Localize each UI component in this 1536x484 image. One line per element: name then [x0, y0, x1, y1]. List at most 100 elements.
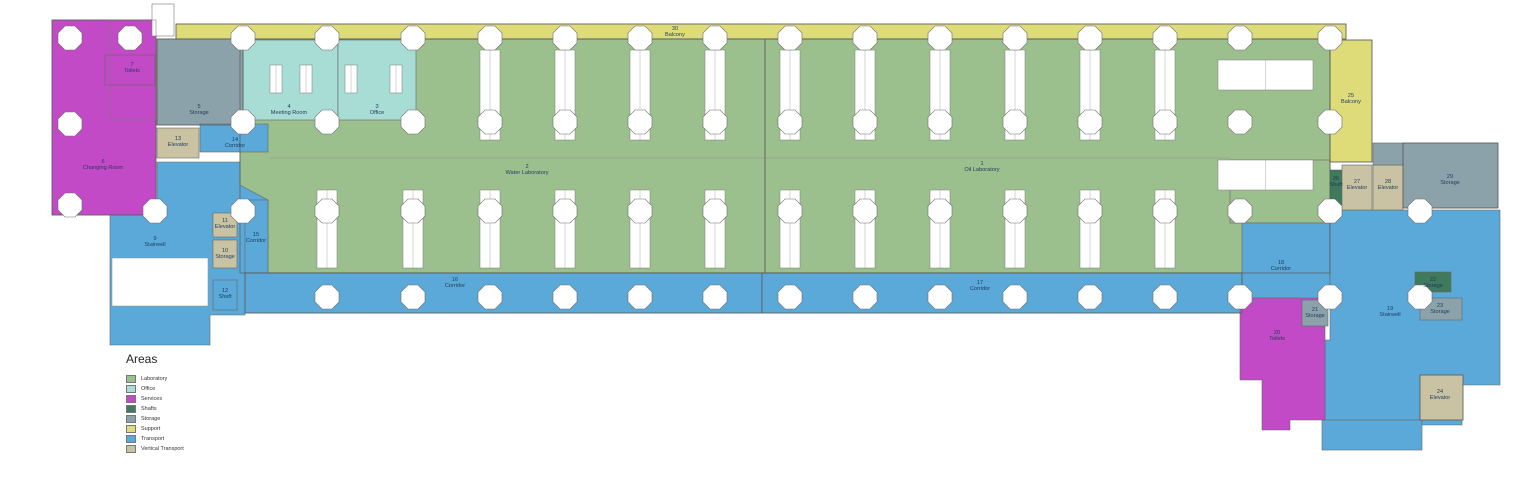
- column: [1077, 25, 1103, 51]
- room-name: Storage: [189, 110, 209, 116]
- room-name: Balcony: [665, 32, 685, 38]
- room-number: 23: [1437, 303, 1443, 309]
- room-18-corridor[interactable]: [1241, 222, 1331, 301]
- room-number: 5: [197, 104, 200, 110]
- room-number: 17: [977, 280, 983, 286]
- column: [627, 109, 653, 135]
- room-number: 10: [222, 248, 228, 254]
- column: [852, 109, 878, 135]
- room-number: 28: [1385, 179, 1391, 185]
- column: [1002, 198, 1028, 224]
- room-number: 12: [222, 288, 228, 294]
- room-number: 20: [1274, 330, 1280, 336]
- room-7-toilets[interactable]: [104, 54, 156, 86]
- room-10-storage[interactable]: [212, 239, 238, 269]
- column: [1002, 284, 1028, 310]
- room-number: 14: [232, 137, 238, 143]
- column: [1152, 284, 1178, 310]
- room-13-elevator[interactable]: [156, 127, 200, 159]
- walls-layer: [51, 19, 1499, 421]
- column: [400, 198, 426, 224]
- column: [314, 25, 340, 51]
- column: [1077, 198, 1103, 224]
- legend-item: Laboratory: [126, 374, 266, 384]
- room-name: Corridor: [1271, 266, 1291, 272]
- legend-swatch: [126, 405, 136, 413]
- legend-label: Laboratory: [141, 376, 168, 382]
- column: [400, 284, 426, 310]
- room-name: Elevator: [1347, 185, 1368, 191]
- room-number: 6: [101, 159, 104, 165]
- column: [1317, 284, 1343, 310]
- column: [400, 25, 426, 51]
- room-number: 15: [253, 232, 259, 238]
- room-number: 19: [1387, 306, 1393, 312]
- column: [927, 25, 953, 51]
- room-number: 21: [1312, 307, 1318, 313]
- room-name: Corridor: [246, 238, 266, 244]
- room-name: Corridor: [445, 283, 465, 289]
- column: [477, 25, 503, 51]
- room-name: Stairwell: [1379, 312, 1400, 318]
- room-29-storage-upper: [1372, 142, 1404, 166]
- column: [314, 109, 340, 135]
- legend-label: Shafts: [141, 406, 157, 412]
- room-number: 27: [1354, 179, 1360, 185]
- room-number: 26: [1333, 176, 1339, 182]
- room-19-stairwell[interactable]: [1324, 209, 1501, 426]
- column: [1077, 109, 1103, 135]
- room-12-shaft[interactable]: [212, 279, 238, 311]
- room-name: Storage: [1423, 283, 1443, 289]
- column: [1227, 198, 1253, 224]
- room-number: 9: [153, 236, 156, 242]
- room-name: Oil Laboratory: [964, 167, 999, 173]
- legend-swatch: [126, 425, 136, 433]
- room-20-toilets[interactable]: [1239, 297, 1326, 431]
- column: [852, 25, 878, 51]
- legend-label: Office: [141, 386, 156, 392]
- room-number: 29: [1447, 174, 1453, 180]
- room-4-meeting-room[interactable]: [242, 39, 339, 121]
- room-number: 18: [1278, 260, 1284, 266]
- legend-item: Shafts: [126, 404, 266, 414]
- column: [57, 25, 83, 51]
- room-number: 1: [980, 161, 983, 167]
- column: [627, 25, 653, 51]
- room-number: 16: [452, 277, 458, 283]
- column: [1407, 198, 1433, 224]
- column: [1407, 284, 1433, 310]
- room-number: 22: [1430, 277, 1436, 283]
- room-25-balcony[interactable]: [1329, 39, 1373, 163]
- room-name: Balcony: [1341, 99, 1361, 105]
- legend-swatch: [126, 435, 136, 443]
- column: [927, 284, 953, 310]
- room-name: Elevator: [1378, 185, 1399, 191]
- legend-label: Transport: [141, 436, 165, 442]
- legend-item: Storage: [126, 414, 266, 424]
- column: [927, 198, 953, 224]
- column: [1317, 109, 1343, 135]
- legend-title: Areas: [126, 352, 158, 366]
- room-name: Shaft: [218, 294, 232, 300]
- room-5-storage[interactable]: [156, 38, 244, 126]
- column: [400, 109, 426, 135]
- room-27-elevator[interactable]: [1341, 164, 1373, 211]
- room-number: 2: [525, 164, 528, 170]
- column: [142, 198, 168, 224]
- column: [552, 198, 578, 224]
- column: [477, 198, 503, 224]
- column: [777, 109, 803, 135]
- column: [230, 109, 256, 135]
- column: [314, 198, 340, 224]
- top-tower: [109, 3, 175, 121]
- column: [1152, 109, 1178, 135]
- column: [702, 198, 728, 224]
- column: [1227, 284, 1253, 310]
- room-24-elevator[interactable]: [1419, 374, 1464, 421]
- column: [1317, 25, 1343, 51]
- room-number: 11: [222, 218, 228, 224]
- column: [1227, 25, 1253, 51]
